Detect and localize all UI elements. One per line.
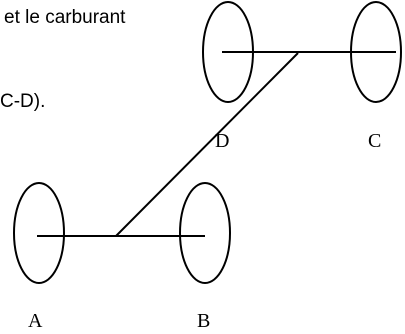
label-b: B [197,310,210,332]
text-fragment-carburant: et le carburant [4,7,126,28]
drive-shaft [115,52,299,237]
label-d: D [215,130,229,152]
label-a: A [28,310,43,332]
text-fragment-c-d: C-D). [0,91,46,112]
label-c: C [368,130,381,152]
wheel-b [179,182,231,284]
wheel-a [13,182,65,284]
